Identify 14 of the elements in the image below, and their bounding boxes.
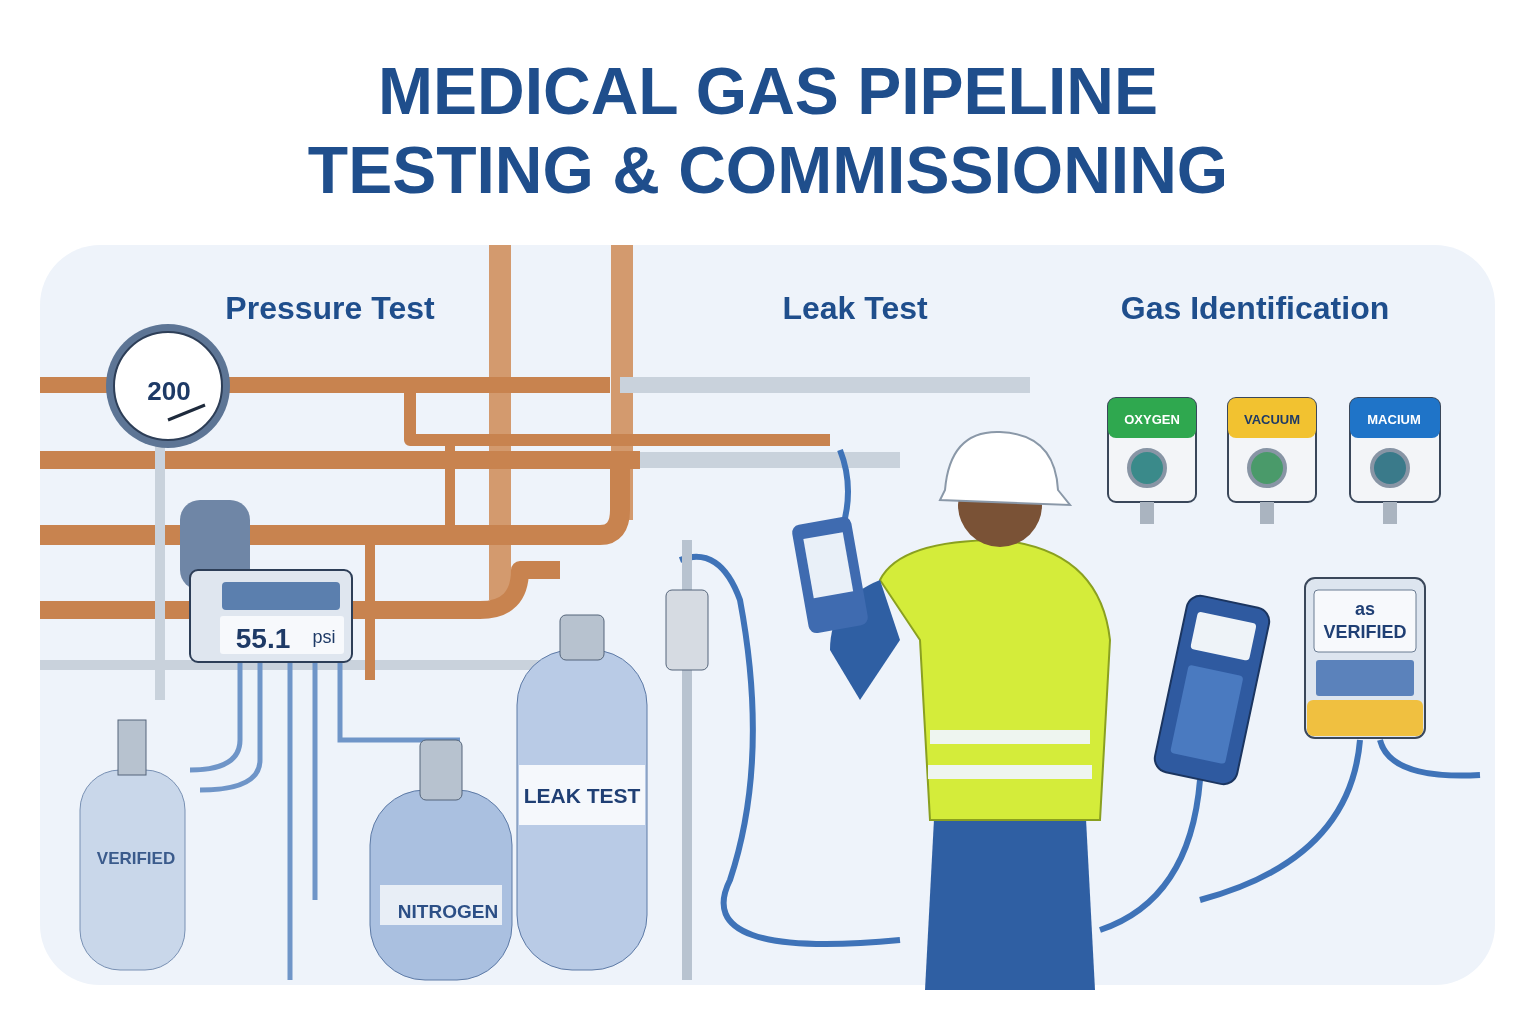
screen-text: as VERIFIED bbox=[1322, 598, 1408, 645]
cylinder-label: VERIFIED bbox=[95, 848, 177, 870]
cylinder-label: NITROGEN bbox=[396, 900, 500, 924]
outlet-label: VACUUM bbox=[1242, 411, 1302, 429]
gauge-reading: 200 bbox=[146, 375, 192, 408]
section-heading: Pressure Test bbox=[224, 289, 436, 328]
unit-label: psi bbox=[311, 626, 337, 649]
title: MEDICAL GAS PIPELINE TESTING & COMMISSIONING bbox=[306, 53, 1230, 210]
outlet-label: MACIUM bbox=[1366, 411, 1422, 429]
section-heading: Gas Identification bbox=[1119, 289, 1391, 328]
outlet-label: OXYGEN bbox=[1123, 411, 1181, 429]
section-heading: Leak Test bbox=[781, 289, 929, 328]
cylinder-label: LEAK TEST bbox=[522, 783, 642, 809]
meter-reading: 55.1 bbox=[234, 622, 292, 656]
